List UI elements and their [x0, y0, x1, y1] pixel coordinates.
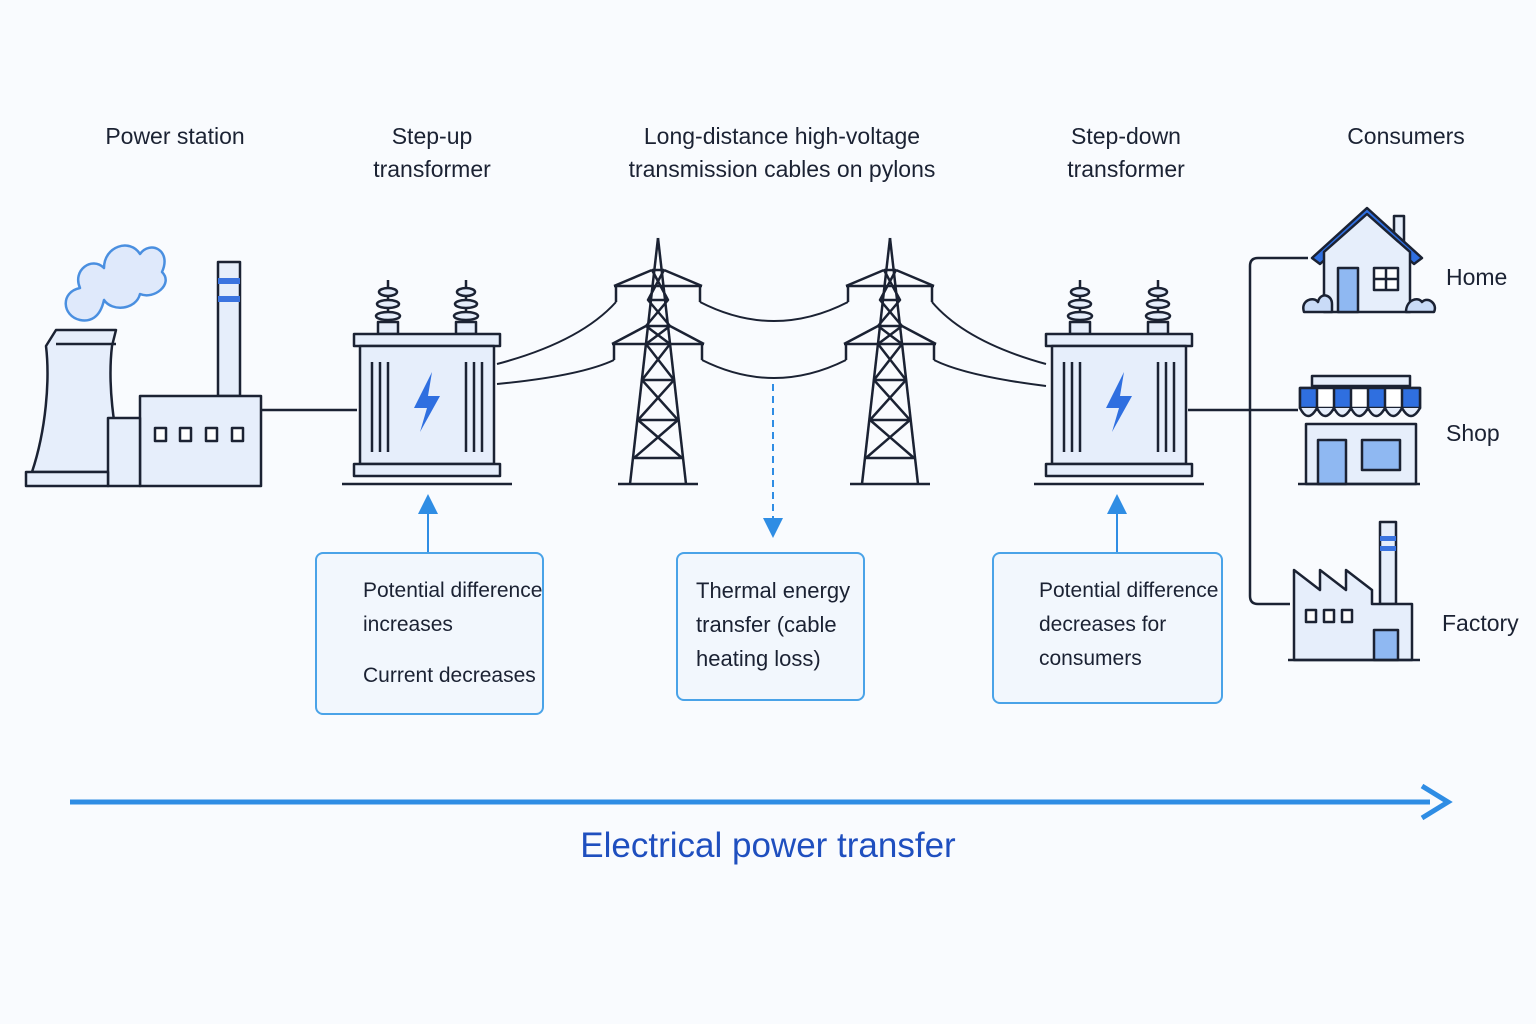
note-step-up-text-b: increases — [363, 613, 453, 636]
factory-icon — [1288, 520, 1420, 662]
label-step-up-line2: transformer — [373, 156, 491, 182]
step-up-transformer-icon — [342, 280, 512, 486]
power-flow-arrow — [70, 783, 1453, 821]
smoke-cloud-icon — [64, 244, 167, 322]
label-step-down-transformer: Step-down transformer — [1016, 120, 1236, 186]
note-step-up-line2: Current decreases — [363, 664, 536, 687]
label-home: Home — [1446, 264, 1508, 290]
label-step-down-line1: Step-down — [1071, 123, 1181, 149]
note-thermal-loss — [676, 552, 865, 701]
note-step-down-line3: consumers — [1039, 647, 1142, 670]
note-thermal-line1: Thermal energy — [696, 578, 851, 603]
label-step-up-transformer: Step-up transformer — [322, 120, 542, 186]
label-consumers-line: Consumers — [1347, 123, 1465, 149]
label-consumers: Consumers — [1316, 120, 1496, 153]
transmission-cables — [496, 301, 1047, 387]
note-step-up-line1: Potential difference increases — [363, 574, 542, 642]
note-step-up — [315, 552, 544, 715]
label-transmission-line1: Long-distance high-voltage — [643, 123, 921, 149]
label-shop: Shop — [1446, 420, 1500, 446]
house-icon — [1302, 206, 1437, 314]
label-step-up-line1: Step-up — [391, 123, 473, 149]
shop-icon — [1298, 374, 1422, 486]
note-step-down-text: Potential difference decreases for consu… — [1039, 574, 1218, 676]
note-step-down-line1: Potential difference — [1039, 579, 1219, 602]
label-transmission-line2: transmission cables on pylons — [628, 156, 936, 182]
pylon-right-icon — [843, 237, 937, 486]
step-down-transformer-icon — [1034, 280, 1204, 486]
label-step-down-line2: transformer — [1067, 156, 1185, 182]
lightning-bolt-icon — [414, 372, 440, 432]
label-transmission: Long-distance high-voltage transmission … — [582, 120, 982, 186]
power-station-icon — [24, 244, 263, 488]
label-factory: Factory — [1442, 610, 1519, 636]
note-step-up-text-a: Potential difference — [363, 579, 543, 602]
label-power-station: Power station — [60, 120, 290, 153]
note-thermal-line3: heating loss) — [696, 646, 821, 671]
note-thermal-text: Thermal energy transfer (cable heating l… — [696, 574, 850, 676]
lightning-bolt-icon — [1106, 372, 1132, 432]
flow-label: Electrical power transfer — [580, 826, 956, 865]
distribution-lines — [1188, 256, 1308, 606]
note-thermal-line2: transfer (cable — [696, 612, 837, 637]
label-power-station-line: Power station — [105, 123, 245, 149]
note-step-down — [992, 552, 1223, 704]
note-step-down-line2: decreases for — [1039, 613, 1167, 636]
pylon-left-icon — [611, 237, 705, 486]
